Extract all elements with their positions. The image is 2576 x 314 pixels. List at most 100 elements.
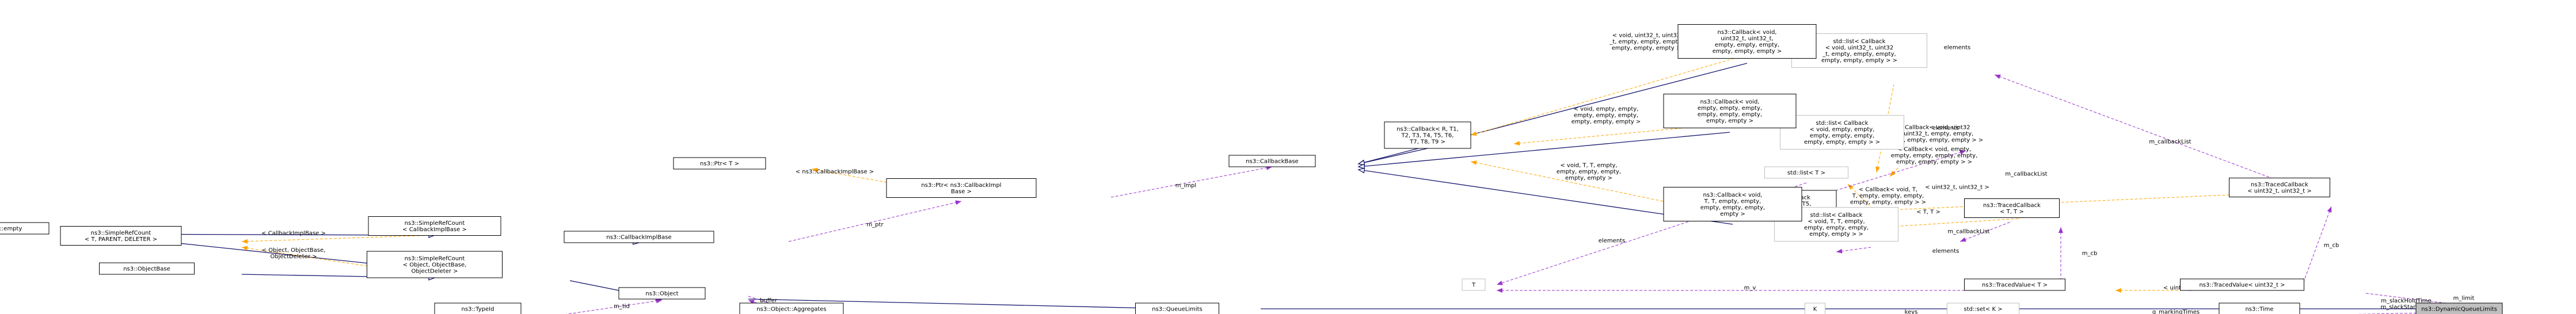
arrow-head: [1959, 150, 1966, 155]
class-name-line: ns3::SimpleRefCount: [405, 220, 465, 227]
edge-e_listT_list1: [1875, 84, 1894, 173]
arrow-head: [812, 167, 818, 173]
edge-labels-layer: < Object, ObjectBase,ObjectDeleter >< Ca…: [261, 33, 2474, 314]
edge-line: [1496, 182, 1807, 285]
edge-label-e_ptrimpl_cbbase: m_impl: [1175, 183, 1196, 189]
edge-label-e_tctmpl_tcu32: < uint32_t, uint32_t >: [1925, 185, 1989, 191]
edge-e_tct_tvT: [2058, 227, 2063, 285]
class-node-aggr[interactable]: ns3::Object::Aggregates: [739, 302, 844, 314]
edge-label-e_list3_tct: m_callbackList: [1947, 229, 1989, 235]
edge-label-line: keys: [1905, 309, 1918, 314]
edge-label-line: elements: [1599, 238, 1625, 244]
class-node-tvu32[interactable]: ns3::TracedValue< uint32_t >: [2180, 278, 2304, 291]
edge-label-line: m_callbackList: [1947, 229, 1989, 235]
class-node-setK[interactable]: std::set< K >: [1947, 302, 2019, 314]
class-node-listT[interactable]: std::list< T >: [1764, 166, 1848, 179]
class-node-typeid[interactable]: ns3::TypeId: [434, 302, 522, 314]
edge-label-line: < Callback< void, uint32: [1898, 125, 1970, 131]
class-node-srct[interactable]: ns3::SimpleRefCount< T, PARENT, DELETER …: [60, 226, 182, 246]
class-node-K[interactable]: K: [1805, 302, 1825, 314]
edge-line: [1358, 132, 1730, 167]
edge-e_tvT_tvu32: [2115, 288, 2242, 293]
edge-e_list3_tct: [1959, 221, 2012, 242]
edge-label-line: m_tid: [614, 304, 630, 310]
edge-e_cbtmpl_cbu32: [1470, 54, 1748, 136]
class-box: [564, 231, 714, 243]
arrow-head: [1514, 141, 1520, 146]
class-name-line: ns3::TracedCallback: [1983, 202, 2041, 209]
arrow-head: [2058, 227, 2063, 233]
class-node-empty[interactable]: ns3::empty: [0, 222, 50, 235]
edge-label-line: empty, empty >: [1565, 175, 1612, 182]
edge-label-line: empty, empty, empty >: [1612, 45, 1681, 52]
edge-line: [748, 300, 791, 314]
class-node-ptrimpl[interactable]: ns3::Ptr< ns3::CallbackImplBase >: [886, 178, 1037, 198]
class-node-src[interactable]: ns3::SimpleRefCount< Object, ObjectBase,…: [367, 251, 503, 278]
edge-label-e_tvu32_dql: m_limit: [2453, 296, 2475, 302]
class-node-cbe[interactable]: ns3::Callback< void,empty, empty, empty,…: [1663, 94, 1797, 128]
class-node-cbT[interactable]: ns3::Callback< void,T, T, empty, empty,e…: [1663, 187, 1802, 221]
edge-label-e_cbtmpl_cbe: < void, empty, empty,empty, empty, empty…: [1572, 106, 1641, 125]
class-name-line: ns3::SimpleRefCount: [91, 230, 151, 236]
class-name-line: empty, empty, empty > >: [1821, 58, 1897, 64]
edge-label-e_K_setK: keys: [1905, 309, 1918, 314]
class-box: [434, 302, 522, 314]
class-box: [2229, 178, 2330, 197]
class-name-line: ns3::TracedValue< uint32_t >: [2199, 282, 2285, 289]
class-name-line: T7, T8, T9 >: [1409, 139, 1445, 145]
class-name-line: < uint32_t, uint32_t >: [2247, 188, 2312, 194]
class-node-ptrT[interactable]: ns3::Ptr< T >: [673, 157, 766, 170]
edge-label-e_tct_tvT: m_cb: [2082, 251, 2098, 257]
class-node-object[interactable]: ns3::Object: [618, 287, 706, 300]
edge-label-line: _t, empty, empty, empty,: [1609, 39, 1683, 45]
class-node-T[interactable]: T: [1462, 278, 1486, 291]
class-node-time[interactable]: ns3::Time: [2219, 302, 2300, 314]
edge-line: [1994, 74, 2297, 188]
arrow-head: [955, 200, 961, 205]
class-node-objbase[interactable]: ns3::ObjectBase: [99, 262, 195, 275]
edge-e_cbT_list3: [1836, 247, 1871, 254]
class-name-line: empty, empty, empty,: [1700, 205, 1765, 211]
class-name-line: < CallbackImplBase >: [402, 227, 467, 233]
class-box: [1964, 198, 2060, 218]
edge-e_tcu32_tvu32: [2302, 206, 2332, 285]
edge-label-e_listT_list3: < Callback< void, T,T, empty, empty, emp…: [1850, 187, 1926, 206]
class-node-cbu32[interactable]: ns3::Callback< void,uint32_t, uint32_t,e…: [1677, 24, 1817, 59]
edge-line: [566, 300, 663, 314]
class-name-line: T: [1471, 282, 1476, 289]
class-name-line: empty, empty, empty,: [1810, 133, 1874, 139]
edge-e_srct_srcimpl: [241, 235, 435, 244]
edge-label-e_setK_time: g_markingTimes: [2152, 309, 2200, 314]
class-node-cbimpl[interactable]: ns3::CallbackImplBase: [564, 231, 714, 243]
class-node-list2[interactable]: std::list< Callback< void, empty, empty,…: [1780, 115, 1904, 150]
class-name-line: ns3::empty: [0, 226, 22, 232]
class-name-line: ns3::Object: [645, 291, 678, 297]
arrow-head: [656, 298, 662, 304]
class-node-tct[interactable]: ns3::TracedCallback< T, T >: [1964, 198, 2060, 218]
edge-line: [1358, 148, 1428, 164]
edge-label-line: empty, empty, empty, empty > >: [1885, 137, 1984, 144]
class-node-tvT[interactable]: ns3::TracedValue< T >: [1964, 278, 2065, 291]
edge-line: [1470, 54, 1748, 136]
class-node-ql[interactable]: ns3::QueueLimits: [1135, 302, 1219, 314]
class-node-srcimpl[interactable]: ns3::SimpleRefCount< CallbackImplBase >: [368, 216, 501, 236]
edge-label-line: < ns3::CallbackImplBase >: [796, 169, 874, 175]
class-node-dql[interactable]: ns3::DynamicQueueLimits: [2415, 302, 2503, 314]
arrow-head: [1875, 166, 1880, 173]
edge-label-line: m_slackStartTime: [2380, 304, 2432, 311]
class-box: [673, 157, 766, 170]
class-name-line: ns3::CallbackImplBase: [606, 235, 671, 241]
class-node-tcu32[interactable]: ns3::TracedCallback< uint32_t, uint32_t …: [2229, 178, 2330, 197]
class-node-cbbase[interactable]: ns3::CallbackBase: [1228, 155, 1316, 167]
edge-label-e_cbtmpl_cbu32: < void, uint32_t, uint32_t, empty, empty…: [1609, 33, 1683, 52]
edge-label-e_tcu32_tvu32: m_cb: [2324, 243, 2339, 249]
class-node-cbtmpl[interactable]: ns3::Callback< R, T1,T2, T3, T4, T5, T6,…: [1384, 121, 1471, 149]
edge-e_T_tvT: [1497, 288, 2015, 293]
edge-label-line: elements: [1944, 45, 1970, 51]
arrow-head: [1995, 74, 2001, 79]
edge-label-e_tctmpl_tct: < T, T >: [1916, 209, 1940, 216]
edge-label-line: T, empty, empty, empty,: [1852, 193, 1924, 200]
edge-label-line: < void, uint32_t, uint32: [1612, 33, 1681, 39]
